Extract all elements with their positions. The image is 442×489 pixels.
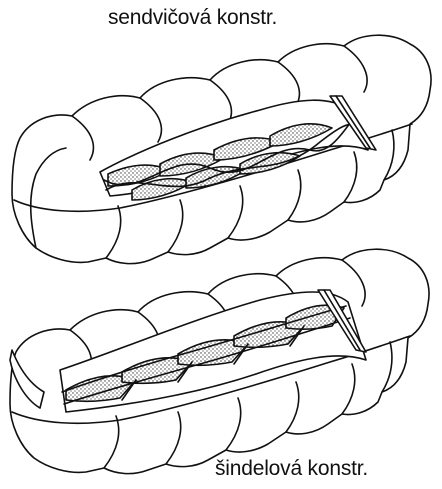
caption-shingle-construction: šindelová konstr.: [215, 457, 368, 481]
